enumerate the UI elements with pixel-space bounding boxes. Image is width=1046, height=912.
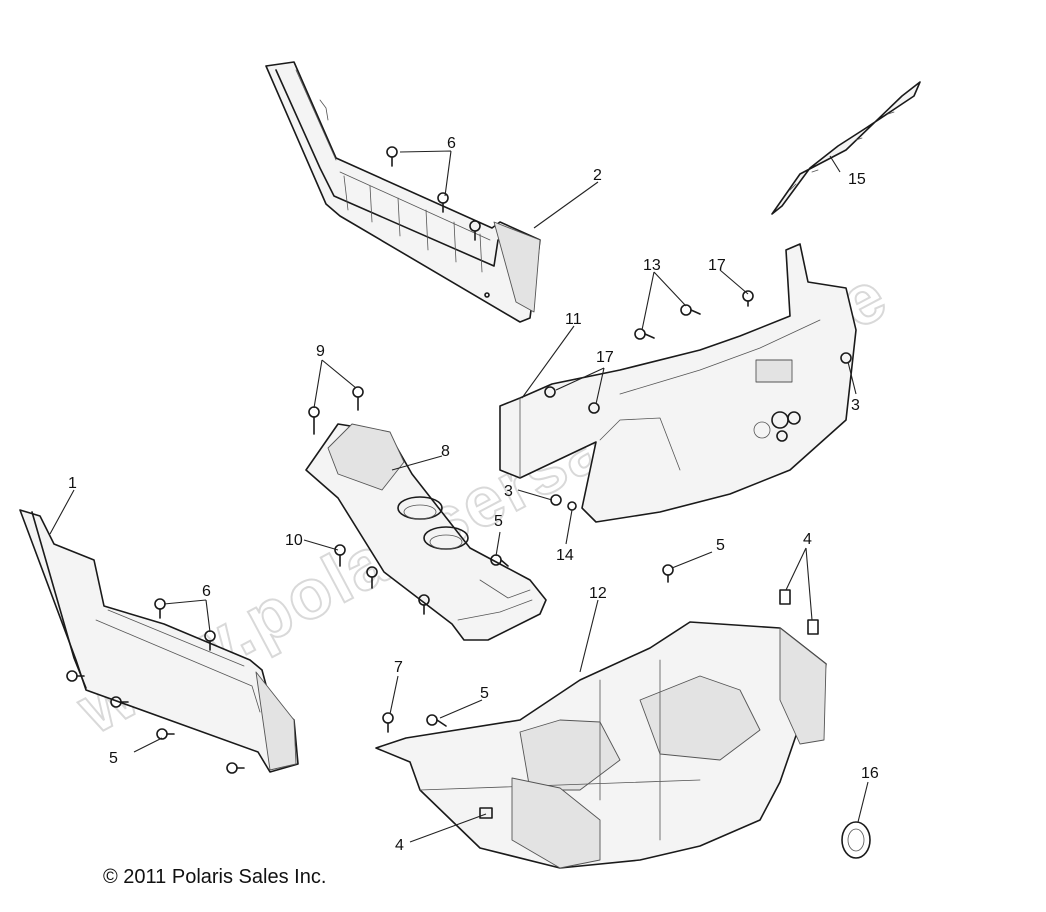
callout-9: 9 [316, 343, 325, 360]
callout-14: 14 [556, 547, 574, 564]
callout-7: 7 [394, 659, 403, 676]
fastener-9-b [352, 386, 364, 411]
callout-5-console: 5 [494, 513, 503, 530]
callout-11: 11 [565, 311, 582, 328]
part-11-rear-panel [499, 243, 857, 523]
fastener-6-upper-c [469, 220, 481, 241]
fastener-4-lower [479, 807, 493, 819]
fastener-6-lower-a [154, 598, 166, 619]
fastener-13-a [634, 328, 655, 340]
fastener-17-upper [742, 290, 754, 307]
leader-lines [49, 150, 869, 843]
fastener-13-b [680, 304, 701, 316]
fastener-5-left-a [66, 670, 85, 682]
fasteners [66, 146, 852, 819]
fastener-6-upper-a [386, 146, 398, 167]
callout-labels: 1 2 3 3 4 4 5 5 5 5 6 6 7 8 9 10 11 12 1… [68, 135, 879, 854]
callout-2: 2 [593, 167, 602, 184]
part-1-rocker-panel-left [19, 509, 299, 773]
callout-5-floor: 5 [480, 685, 489, 702]
fastener-5-left-d [226, 762, 245, 774]
callout-4-lower: 4 [395, 837, 404, 854]
fastener-10-b [366, 566, 378, 589]
callout-5-mid: 5 [716, 537, 725, 554]
part-8-center-console [305, 423, 547, 641]
fastener-4-a [779, 589, 791, 605]
part-15-trim-strip [771, 81, 921, 215]
callout-13: 13 [643, 257, 661, 274]
callout-6-upper: 6 [447, 135, 456, 152]
fastener-14 [567, 501, 577, 511]
fastener-3-right [840, 352, 852, 364]
callout-10: 10 [285, 532, 303, 549]
part-12-floor-pan [375, 621, 827, 869]
callout-17-mid: 17 [596, 349, 614, 366]
copyright-notice: © 2011 Polaris Sales Inc. [103, 866, 327, 888]
fastener-9-a [308, 406, 320, 435]
fastener-7 [382, 712, 394, 733]
fastener-4-b [807, 619, 819, 635]
part-2-rocker-panel-right [265, 61, 541, 323]
callout-3-mid: 3 [504, 483, 513, 500]
callout-12: 12 [589, 585, 607, 602]
callout-4-right: 4 [803, 531, 812, 548]
callout-15: 15 [848, 171, 866, 188]
callout-5-left: 5 [109, 750, 118, 767]
fastener-17-mid-b [588, 402, 600, 414]
fastener-5-left-b [110, 696, 129, 708]
fastener-5-floor [426, 714, 447, 727]
callout-16: 16 [861, 765, 879, 782]
callout-3-right: 3 [851, 397, 860, 414]
fastener-10-c [418, 594, 430, 615]
callout-8: 8 [441, 443, 450, 460]
fastener-5-left-c [156, 728, 175, 740]
fastener-6-upper-b [437, 192, 449, 213]
fastener-5-mid [662, 564, 674, 583]
fastener-17-mid-a [544, 386, 556, 398]
part-16-grommet [841, 821, 871, 859]
callout-17-upper: 17 [708, 257, 726, 274]
fastener-10-a [334, 544, 346, 567]
callout-1: 1 [68, 475, 77, 492]
callout-6-lower: 6 [202, 583, 211, 600]
